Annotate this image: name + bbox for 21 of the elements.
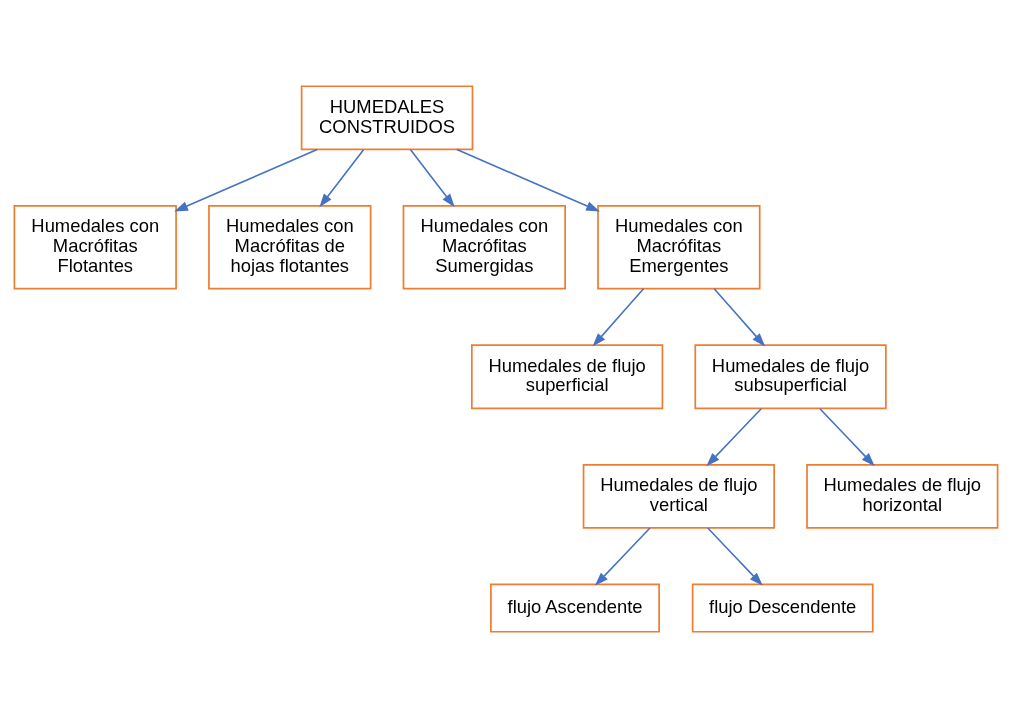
arrow <box>455 148 600 212</box>
node-box: Humedales con Macrófitas Sumergidas <box>402 205 566 290</box>
node-box: HUMEDALES CONSTRUIDOS <box>300 85 473 151</box>
arrow <box>173 148 318 212</box>
node-box: Humedales con Macrófitas de hojas flotantes <box>207 205 371 290</box>
node-box: Humedales con Macrófitas Flotantes <box>13 205 177 290</box>
arrow <box>705 408 762 467</box>
node-box: Humedales de flujo subsuperficial <box>693 344 887 410</box>
arrow <box>594 527 651 586</box>
arrow <box>409 149 455 208</box>
node-box: flujo Descendente <box>691 583 874 633</box>
node-box: Humedales con Macrófitas Emergentes <box>596 205 761 290</box>
node-box: Humedales de flujo superficial <box>470 344 663 410</box>
arrow <box>318 149 364 208</box>
arrow <box>712 287 765 347</box>
arrow <box>818 408 875 467</box>
arrow <box>706 527 763 586</box>
arrow <box>592 287 644 347</box>
node-box: flujo Ascendente <box>489 583 660 633</box>
node-box: Humedales de flujo vertical <box>582 463 775 529</box>
node-box: Humedales de flujo horizontal <box>805 463 998 529</box>
